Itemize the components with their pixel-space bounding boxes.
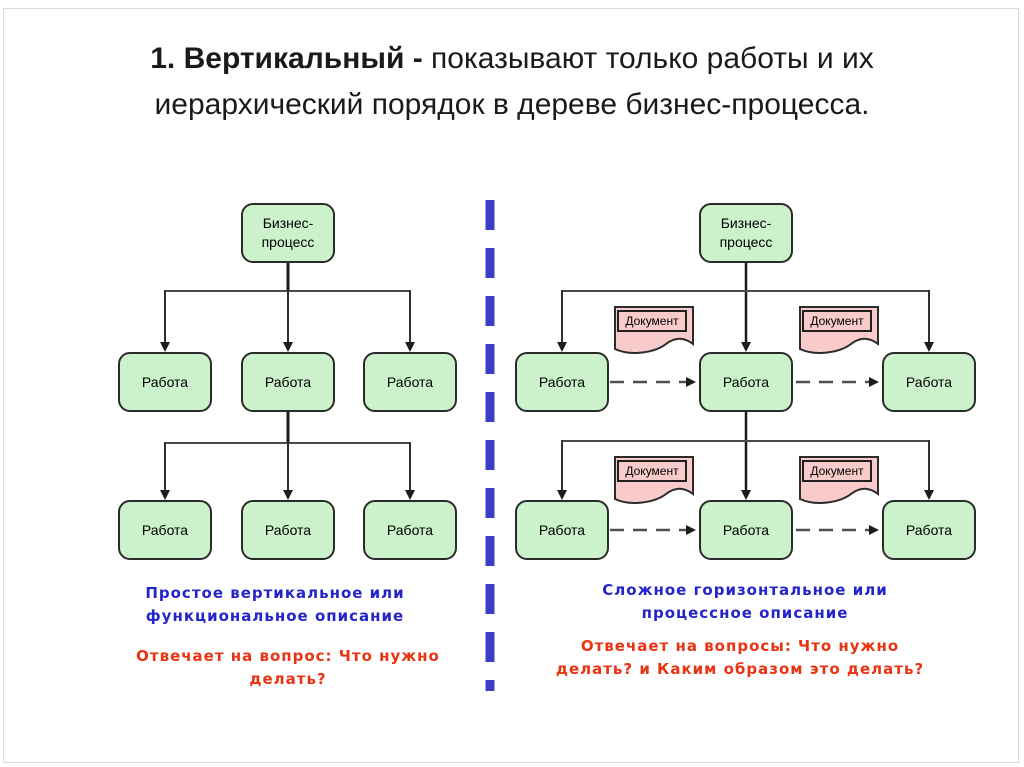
document-shape: Документ — [614, 456, 694, 506]
left-caption-red-line1: Отвечает на вопрос: Что нужно — [136, 647, 440, 665]
left-tree-connectors — [160, 262, 415, 500]
title-regular-part: показывают только работы и их — [431, 42, 874, 75]
work-box: Работа — [363, 500, 457, 560]
right-caption-blue: Сложное горизонтальное или процессное оп… — [545, 579, 945, 625]
work-box-label: Работа — [141, 373, 189, 390]
business-process-label-line2: процесс — [261, 234, 315, 250]
right-caption-red-line2: делать? и Каким образом это делать? — [555, 660, 925, 678]
work-box: Работа — [515, 352, 609, 412]
left-caption-blue-line2: функциональное описание — [145, 607, 405, 625]
left-caption-blue: Простое вертикальное или функциональное … — [80, 582, 470, 628]
business-process-box: Бизнес- процесс — [699, 203, 793, 263]
left-caption-red-line2: делать? — [249, 670, 327, 688]
title-line1: 1. Вертикальный - показывают только рабо… — [0, 36, 1024, 82]
work-box-label: Работа — [722, 373, 770, 390]
document-label: Документ — [802, 460, 872, 482]
document-shape: Документ — [614, 306, 694, 356]
right-tree-connectors — [557, 262, 934, 500]
work-box-label: Работа — [386, 373, 434, 390]
document-shape: Документ — [799, 306, 879, 356]
work-box: Работа — [363, 352, 457, 412]
left-caption-blue-line1: Простое вертикальное или — [145, 584, 405, 602]
business-process-label-line1: Бизнес- — [720, 215, 772, 231]
work-box: Работа — [882, 500, 976, 560]
business-process-label-line1: Бизнес- — [262, 215, 314, 231]
work-box-label: Работа — [722, 521, 770, 538]
title-bold-part: 1. Вертикальный - — [150, 42, 432, 75]
work-box-label: Работа — [141, 521, 189, 538]
work-box: Работа — [118, 500, 212, 560]
work-box: Работа — [241, 500, 335, 560]
work-box: Работа — [515, 500, 609, 560]
work-box: Работа — [699, 352, 793, 412]
work-box-label: Работа — [538, 521, 586, 538]
work-box-label: Работа — [905, 373, 953, 390]
work-box-label: Работа — [264, 373, 312, 390]
work-box-label: Работа — [386, 521, 434, 538]
document-shape-outline — [799, 306, 879, 354]
document-shape: Документ — [799, 456, 879, 506]
work-box-label: Работа — [905, 521, 953, 538]
right-caption-red: Отвечает на вопросы: Что нужно делать? и… — [510, 635, 970, 681]
business-process-box: Бизнес- процесс — [241, 203, 335, 263]
right-caption-blue-line1: Сложное горизонтальное или — [602, 581, 888, 599]
document-label: Документ — [802, 310, 872, 332]
document-shape-outline — [799, 456, 879, 504]
document-flow-arrows — [610, 377, 879, 535]
title-line2: иерархический порядок в дереве бизнес-пр… — [154, 88, 870, 121]
business-process-label-line2: процесс — [719, 234, 773, 250]
work-box-label: Работа — [538, 373, 586, 390]
right-caption-red-line1: Отвечает на вопросы: Что нужно — [580, 637, 900, 655]
document-shape-outline — [614, 456, 694, 504]
work-box: Работа — [699, 500, 793, 560]
document-label: Документ — [617, 310, 687, 332]
work-box: Работа — [241, 352, 335, 412]
document-label: Документ — [617, 460, 687, 482]
left-caption-red: Отвечает на вопрос: Что нужно делать? — [93, 645, 483, 691]
right-caption-blue-line2: процессное описание — [641, 604, 849, 622]
work-box: Работа — [118, 352, 212, 412]
work-box-label: Работа — [264, 521, 312, 538]
document-shape-outline — [614, 306, 694, 354]
slide-title: 1. Вертикальный - показывают только рабо… — [0, 36, 1024, 128]
work-box: Работа — [882, 352, 976, 412]
